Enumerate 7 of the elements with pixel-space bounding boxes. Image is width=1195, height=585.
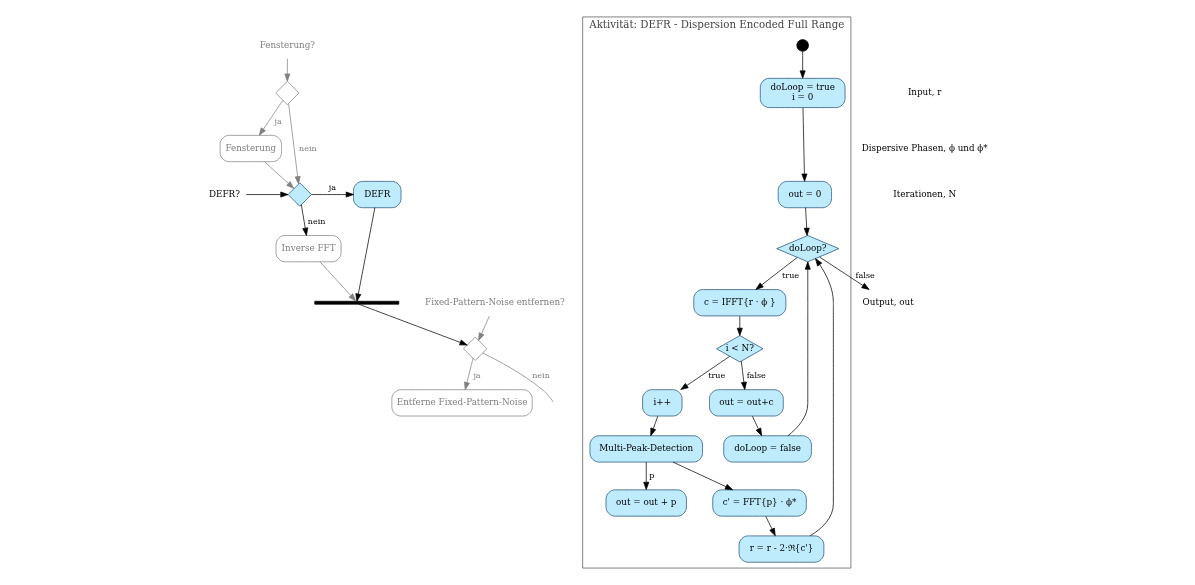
node-text: Input, r	[907, 87, 942, 98]
node-text: Fixed-Pattern-Noise entfernen?	[424, 297, 565, 307]
node-text: DEFR?	[208, 188, 240, 199]
node-text: Output, out	[862, 297, 914, 307]
node-text: Dispersive Phasen, ϕ und ϕ*	[861, 142, 988, 153]
node-text: Fensterung?	[259, 39, 315, 50]
node-text: Iterationen, N	[892, 188, 956, 199]
